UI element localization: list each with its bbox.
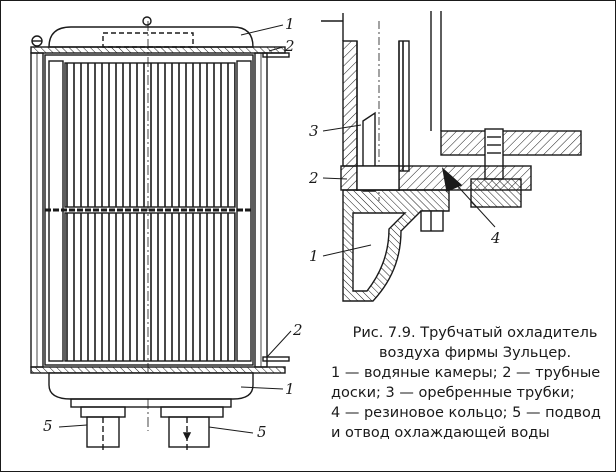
caption-title-line1: Рис. 7.9. Трубчатый охладитель [352,325,598,341]
figure-caption: Рис. 7.9. Трубчатый охладитель воздуха ф… [331,323,613,443]
top-tube-plate [30,46,290,58]
caption-title-line2: воздуха фирмы Зульцер. [378,345,572,361]
bottom-water-chamber [48,372,254,408]
water-chamber-casting [342,189,450,302]
callout-right-2: 2 [308,169,319,187]
tube-bundle [44,21,254,431]
caption-legend-line2: доски; 3 — оребренные трубки; [331,385,575,401]
callout-right-1: 1 [309,247,319,265]
tube-plate-section [340,165,532,208]
cooler-front-view [30,16,292,453]
callout-left-2-top: 2 [284,37,295,55]
callout-right-4: 4 [490,229,501,247]
caption-legend-line1: 1 — водяные камеры; 2 — трубные [331,365,601,381]
left-leader-lines [58,24,292,434]
right-leader-lines [322,124,496,257]
callout-left-1-top: 1 [285,15,295,33]
callout-left-1-bottom: 1 [285,380,295,398]
top-water-chamber [31,16,254,48]
callout-left-5-left: 5 [43,417,53,435]
water-pipes [80,406,224,453]
caption-legend-line4: и отвод охлаждающей воды [331,425,550,441]
caption-legend-line3: 4 — резиновое кольцо; 5 — подвод [331,405,601,421]
callout-left-5-right: 5 [257,423,267,441]
chamber-flange-detail [440,128,582,180]
callout-left-2-bottom: 2 [292,321,303,339]
tube-plate-detail [321,11,582,302]
callout-right-3: 3 [309,122,319,140]
